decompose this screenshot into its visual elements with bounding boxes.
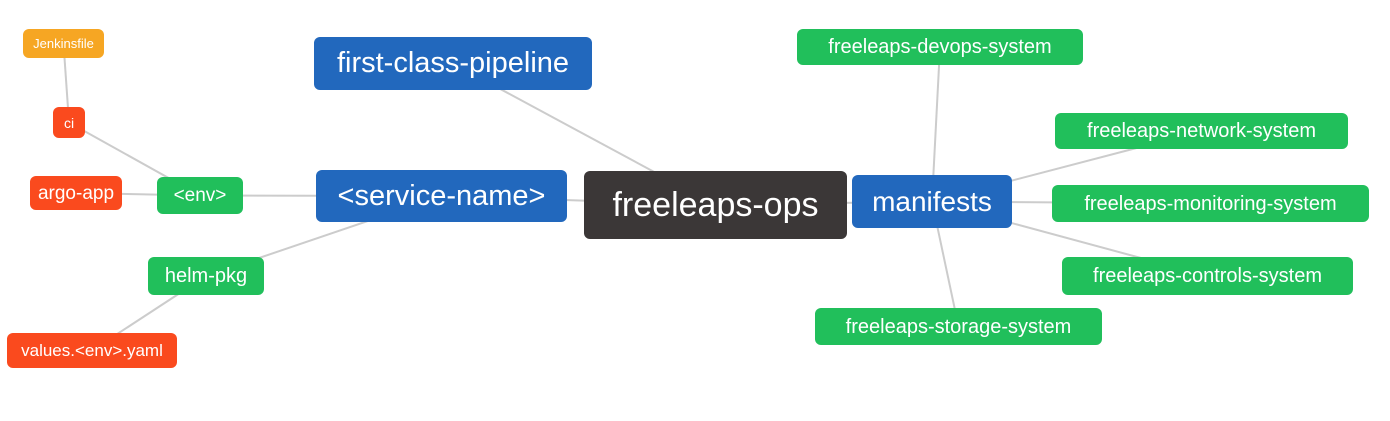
node-freeleaps-storage-system[interactable]: freeleaps-storage-system [815, 308, 1102, 345]
node-manifests[interactable]: manifests [852, 175, 1012, 228]
node-jenkinsfile[interactable]: Jenkinsfile [23, 29, 104, 58]
node-argo-app[interactable]: argo-app [30, 176, 122, 210]
node-service-name[interactable]: <service-name> [316, 170, 567, 222]
node-env[interactable]: <env> [157, 177, 243, 214]
node-freeleaps-ops[interactable]: freeleaps-ops [584, 171, 847, 239]
node-freeleaps-controls-system[interactable]: freeleaps-controls-system [1062, 257, 1353, 295]
node-freeleaps-monitoring-system[interactable]: freeleaps-monitoring-system [1052, 185, 1369, 222]
node-ci[interactable]: ci [53, 107, 85, 138]
node-values-env-yaml[interactable]: values.<env>.yaml [7, 333, 177, 368]
node-freeleaps-network-system[interactable]: freeleaps-network-system [1055, 113, 1348, 149]
node-freeleaps-devops-system[interactable]: freeleaps-devops-system [797, 29, 1083, 65]
node-first-class-pipeline[interactable]: first-class-pipeline [314, 37, 592, 90]
node-helm-pkg[interactable]: helm-pkg [148, 257, 264, 295]
